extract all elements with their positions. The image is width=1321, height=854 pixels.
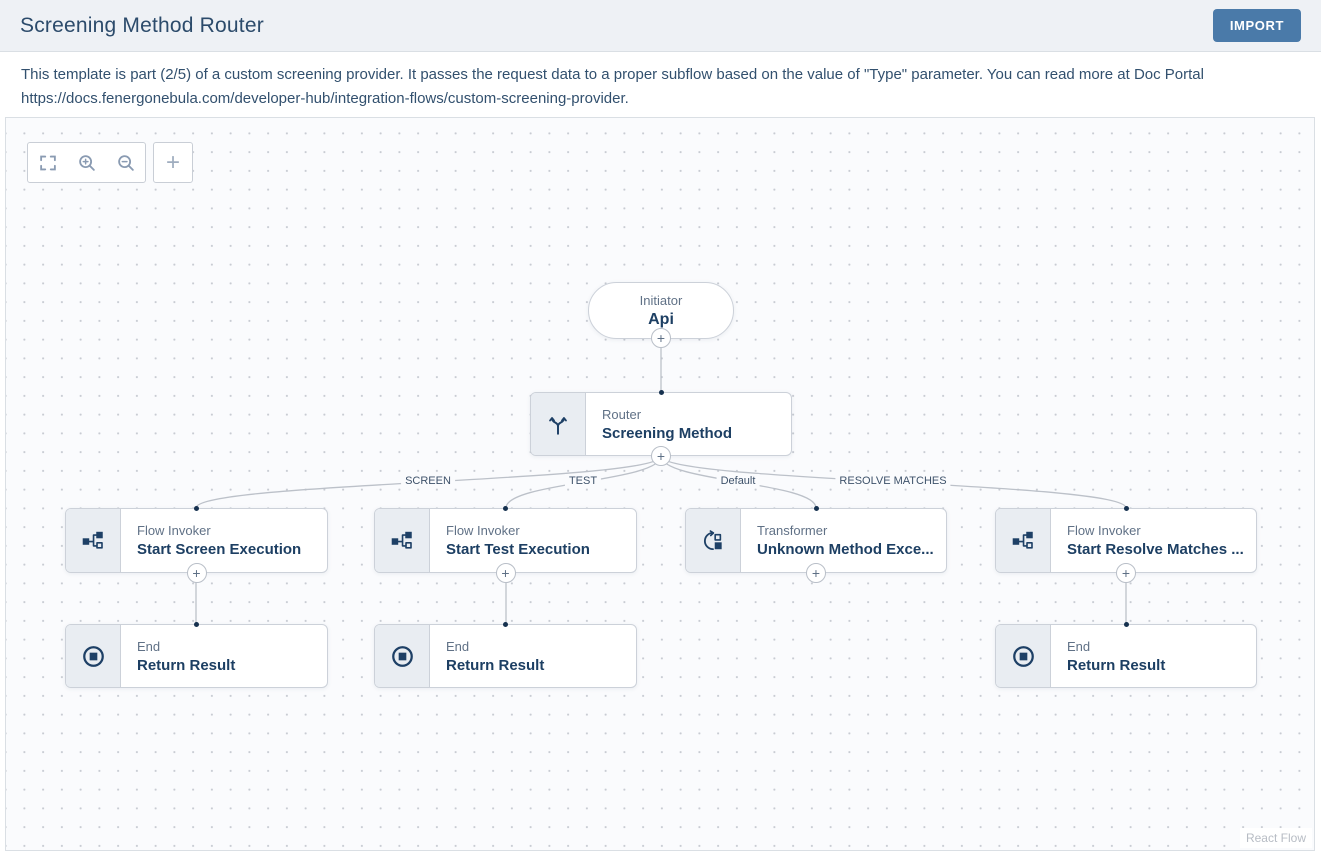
edge-label-default: Default bbox=[716, 474, 760, 488]
canvas-toolbar: + bbox=[27, 142, 193, 183]
edge-label-resolve-matches: RESOLVE MATCHES bbox=[835, 474, 951, 488]
add-step-button[interactable]: + bbox=[651, 446, 671, 466]
add-node-button[interactable]: + bbox=[153, 142, 193, 183]
node-type-label: End bbox=[1067, 638, 1091, 654]
node-type-label: End bbox=[137, 638, 161, 654]
node-transformer-unknown-method-exception[interactable]: Transformer Unknown Method Exce... + bbox=[685, 506, 947, 583]
zoom-in-button[interactable] bbox=[67, 143, 106, 182]
node-title: Screening Method bbox=[602, 424, 733, 442]
node-type-label: Flow Invoker bbox=[137, 523, 211, 538]
node-type-label: Initiator bbox=[639, 292, 683, 308]
flow-invoker-icon bbox=[996, 509, 1051, 572]
node-title: Return Result bbox=[137, 656, 236, 674]
target-handle bbox=[194, 506, 199, 511]
template-description: This template is part (2/5) of a custom … bbox=[0, 53, 1321, 121]
end-icon bbox=[375, 625, 430, 687]
node-end-return-result[interactable]: End Return Result bbox=[995, 622, 1257, 688]
page-header: Screening Method Router IMPORT bbox=[0, 0, 1321, 52]
node-title: Start Screen Execution bbox=[137, 541, 302, 558]
node-type-label: Flow Invoker bbox=[446, 523, 520, 538]
zoom-in-icon bbox=[78, 154, 95, 171]
add-step-button[interactable]: + bbox=[495, 563, 516, 583]
node-title: Return Result bbox=[446, 656, 545, 674]
target-handle bbox=[503, 622, 508, 627]
page-title: Screening Method Router bbox=[20, 13, 264, 37]
node-type-label: End bbox=[446, 638, 470, 654]
react-flow-attribution[interactable]: React Flow bbox=[1239, 828, 1312, 848]
node-type-label: Flow Invoker bbox=[1067, 523, 1141, 538]
node-type-label: Router bbox=[602, 406, 642, 422]
target-handle bbox=[1123, 506, 1129, 511]
node-flow-invoker-start-test-execution[interactable]: Flow Invoker Start Test Execution + bbox=[374, 506, 637, 583]
branch-icon bbox=[531, 393, 586, 455]
node-flow-invoker-start-resolve-matches[interactable]: Flow Invoker Start Resolve Matches ... + bbox=[995, 506, 1257, 583]
node-type-label: Transformer bbox=[757, 523, 828, 538]
add-step-button[interactable]: + bbox=[651, 328, 671, 348]
end-icon bbox=[996, 625, 1051, 687]
node-flow-invoker-start-screen-execution[interactable]: Flow Invoker Start Screen Execution + bbox=[65, 506, 328, 583]
target-handle bbox=[1123, 622, 1129, 627]
fit-view-icon bbox=[39, 155, 56, 170]
target-handle bbox=[813, 506, 819, 511]
node-initiator-api[interactable]: Initiator Api + bbox=[588, 282, 734, 348]
flow-canvas[interactable]: SCREEN TEST Default RESOLVE MATCHES bbox=[5, 117, 1315, 851]
end-icon bbox=[66, 625, 121, 687]
flow-invoker-icon bbox=[375, 509, 430, 572]
fit-view-button[interactable] bbox=[28, 143, 67, 182]
node-title: Return Result bbox=[1067, 656, 1166, 674]
zoom-out-icon bbox=[117, 154, 134, 171]
zoom-controls bbox=[27, 142, 146, 183]
edge-label-test: TEST bbox=[564, 474, 602, 488]
node-title: Api bbox=[648, 310, 674, 328]
import-button[interactable]: IMPORT bbox=[1212, 9, 1301, 42]
add-step-button[interactable]: + bbox=[186, 563, 207, 583]
node-title: Start Resolve Matches ... bbox=[1067, 541, 1244, 558]
node-title: Start Test Execution bbox=[446, 541, 590, 558]
node-end-return-result[interactable]: End Return Result bbox=[374, 622, 637, 688]
node-title: Unknown Method Exce... bbox=[757, 541, 934, 558]
add-step-button[interactable]: + bbox=[806, 563, 826, 583]
flow-invoker-icon bbox=[66, 509, 121, 572]
target-handle bbox=[658, 390, 664, 395]
node-router-screening-method[interactable]: Router Screening Method + bbox=[530, 390, 792, 466]
add-step-button[interactable]: + bbox=[1116, 563, 1136, 583]
node-end-return-result[interactable]: End Return Result bbox=[65, 622, 328, 688]
zoom-out-button[interactable] bbox=[106, 143, 145, 182]
target-handle bbox=[503, 506, 508, 511]
edge-label-screen: SCREEN bbox=[401, 474, 455, 488]
transformer-icon bbox=[686, 509, 741, 572]
target-handle bbox=[194, 622, 199, 627]
flow-edges bbox=[195, 340, 1127, 624]
